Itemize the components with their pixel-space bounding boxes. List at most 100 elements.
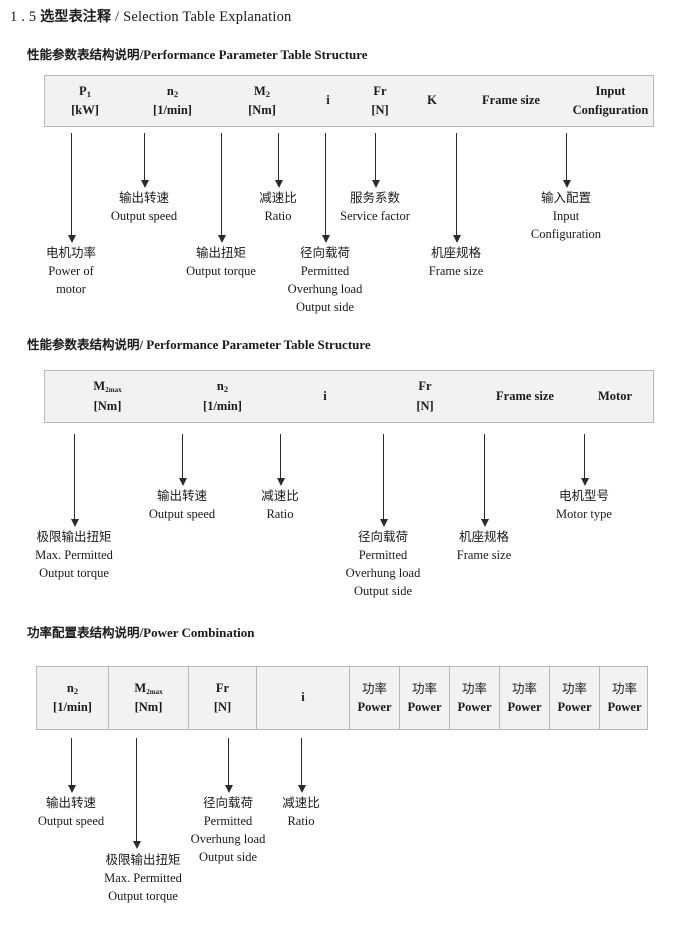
note-max-permitted-output-torque-en1: Max. Permitted	[35, 548, 113, 563]
section-2-heading-sep: /	[139, 337, 144, 352]
performance-parameter-table-1: P1 [kW] n2 [1/min] M2 [Nm] i Fr [N] K Fr…	[44, 75, 654, 127]
table3-col-power-4: 功率 Power	[499, 667, 549, 729]
page-title-separator: /	[115, 9, 120, 25]
table2-col-i-symbol: i	[323, 388, 327, 403]
table1-col-m2-unit: [Nm]	[248, 103, 276, 117]
note-motor-type-cn: 电机型号	[558, 488, 609, 503]
note-ratio-2-cn: 减速比	[261, 488, 299, 503]
table1-col-frame-size-symbol: Frame size	[482, 93, 540, 108]
table3-col-power-2: 功率 Power	[399, 667, 449, 729]
section-3-heading-sep: /	[139, 625, 144, 640]
table3-col-m2max-symbol: M2max	[134, 680, 163, 696]
table3-col-power-2-en: Power	[407, 700, 442, 714]
table3-col-power-6-en: Power	[607, 700, 642, 714]
note-output-torque-en1: Output torque	[186, 264, 256, 279]
table1-col-p1-unit: [kW]	[71, 103, 99, 117]
table3-col-n2-symbol: n2	[66, 680, 79, 696]
table3-col-power-3-cn: 功率	[461, 680, 487, 696]
note-output-torque-cn: 输出扭矩	[195, 245, 247, 260]
table3-col-power-4-cn: 功率	[511, 680, 537, 696]
note-permitted-overhung-load-en3: Output side	[296, 300, 354, 315]
note-ratio-2-en1: Ratio	[266, 507, 294, 522]
note-permitted-overhung-load-3-en2: Overhung load	[190, 832, 266, 847]
note-power-of-motor-en2: motor	[56, 282, 86, 297]
table3-col-power-2-cn: 功率	[411, 680, 437, 696]
table3-col-m2max: M2max [Nm]	[108, 667, 188, 729]
table2-col-frame-size-symbol: Frame size	[496, 388, 554, 403]
note-power-of-motor: 电机功率 Power of motor	[46, 244, 96, 298]
note-ratio-en1: Ratio	[264, 209, 292, 224]
table2-col-i: i	[275, 371, 375, 422]
performance-parameter-table-2: M2max [Nm] n2 [1/min] i Fr [N] Frame siz…	[44, 370, 654, 423]
table1-col-i: i	[304, 76, 352, 126]
table3-col-n2: n2 [1/min]	[37, 667, 108, 729]
table2-col-n2: n2 [1/min]	[170, 371, 275, 422]
section-2-heading-cn: 性能参数表结构说明	[27, 337, 140, 352]
note-max-permitted-output-torque-3-en2: Output torque	[108, 889, 178, 904]
arrow-to-ratio-2	[276, 434, 285, 486]
arrow-to-frame-size	[452, 133, 461, 243]
table3-col-power-6-cn: 功率	[611, 680, 637, 696]
table2-col-n2-unit: [1/min]	[203, 398, 242, 413]
table1-col-input-configuration: Input Configuration	[566, 76, 655, 126]
arrow-to-max-permitted-output-torque	[70, 434, 79, 527]
note-service-factor: 服务系数 Service factor	[340, 189, 410, 225]
section-3-heading-cn: 功率配置表结构说明	[27, 625, 140, 640]
table2-col-fr-symbol: Fr	[418, 379, 432, 394]
note-max-permitted-output-torque-3-cn: 极限输出扭矩	[105, 852, 181, 867]
table2-col-frame-size: Frame size	[475, 371, 575, 422]
table1-col-m2: M2 [Nm]	[220, 76, 304, 126]
table3-col-power-4-en: Power	[507, 700, 542, 714]
table3-col-power-5-en: Power	[557, 700, 592, 714]
table3-col-fr-symbol: Fr	[215, 680, 230, 695]
section-3-heading-en: Power Combination	[143, 625, 255, 640]
note-permitted-overhung-load-2-en2: Overhung load	[345, 566, 421, 581]
table3-col-i-symbol: i	[301, 690, 305, 705]
arrow-to-input-configuration	[562, 133, 571, 188]
note-output-speed-en1: Output speed	[110, 209, 178, 224]
note-ratio-2: 减速比 Ratio	[261, 487, 299, 523]
note-permitted-overhung-load-3-en1: Permitted	[203, 814, 253, 829]
note-ratio: 减速比 Ratio	[259, 189, 297, 225]
note-input-configuration: 输入配置 Input Configuration	[531, 189, 601, 243]
arrow-to-output-torque	[217, 133, 226, 243]
table1-col-p1-symbol: P1	[79, 83, 91, 99]
arrow-to-permitted-overhung-load	[321, 133, 330, 243]
arrow-to-output-speed-2	[178, 434, 187, 486]
note-ratio-3: 减速比 Ratio	[282, 794, 320, 830]
table3-col-i: i	[256, 667, 349, 729]
note-permitted-overhung-load-en2: Overhung load	[287, 282, 363, 297]
arrow-to-ratio	[274, 133, 283, 188]
section-1-heading-cn: 性能参数表结构说明	[27, 47, 140, 62]
note-output-speed-3: 输出转速 Output speed	[38, 794, 104, 830]
note-output-speed-2: 输出转速 Output speed	[149, 487, 215, 523]
table1-col-fr-symbol: Fr	[373, 83, 387, 98]
section-3-heading: 功率配置表结构说明/Power Combination	[27, 622, 255, 641]
table2-col-m2max-unit: [Nm]	[93, 398, 122, 413]
table3-col-power-6: 功率 Power	[599, 667, 649, 729]
note-ratio-cn: 减速比	[259, 190, 297, 205]
note-input-configuration-en1: Input	[552, 209, 580, 224]
table1-col-k-symbol: K	[427, 93, 437, 108]
note-output-speed-2-en1: Output speed	[148, 507, 216, 522]
arrow-to-output-speed-3	[67, 738, 76, 793]
section-2-heading: 性能参数表结构说明/ Performance Parameter Table S…	[27, 334, 371, 353]
note-frame-size-en1: Frame size	[428, 264, 484, 279]
note-frame-size-2-cn: 机座规格	[458, 529, 509, 544]
table1-col-n2-unit: [1/min]	[153, 103, 192, 117]
table1-col-n2-symbol: n2	[166, 83, 179, 99]
arrow-to-ratio-3	[297, 738, 306, 793]
table3-col-power-1-cn: 功率	[361, 680, 387, 696]
note-output-speed-cn: 输出转速	[118, 190, 169, 205]
table1-col-i-symbol: i	[326, 93, 330, 108]
table1-col-frame-size: Frame size	[456, 76, 566, 126]
note-permitted-overhung-load-3-cn: 径向载荷	[202, 795, 254, 810]
note-max-permitted-output-torque-en2: Output torque	[39, 566, 109, 581]
note-permitted-overhung-load-cn: 径向载荷	[299, 245, 351, 260]
section-2-heading-en: Performance Parameter Table Structure	[146, 337, 371, 352]
page-title-cn: 选型表注释	[40, 9, 112, 25]
table2-col-fr-unit: [N]	[416, 398, 434, 413]
note-service-factor-en1: Service factor	[340, 209, 410, 224]
arrow-to-permitted-overhung-load-2	[379, 434, 388, 527]
note-power-of-motor-en1: Power of	[48, 264, 94, 279]
